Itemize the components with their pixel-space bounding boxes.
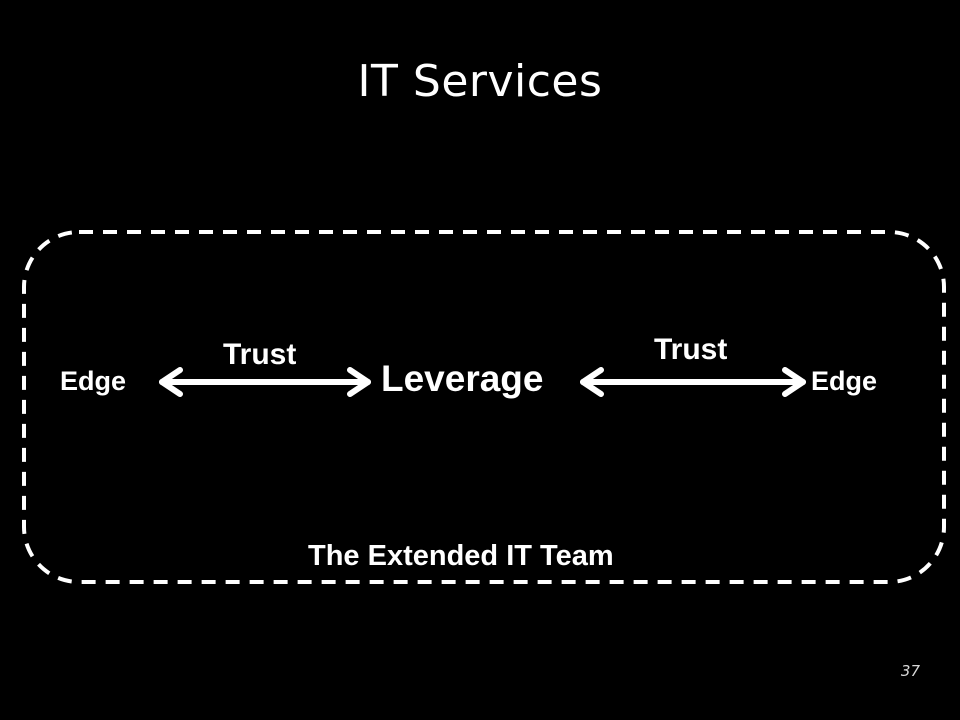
left-edge-label: Edge xyxy=(60,366,127,396)
left-trust-arrow xyxy=(159,367,371,397)
right-edge-label: Edge xyxy=(811,366,878,396)
page-number: 37 xyxy=(900,662,920,680)
left-trust-label: Trust xyxy=(223,338,297,371)
leverage-label: Leverage xyxy=(381,358,544,399)
extended-team-label: The Extended IT Team xyxy=(308,540,614,572)
right-trust-label: Trust xyxy=(654,333,728,366)
extended-team-boundary xyxy=(22,230,946,584)
right-trust-arrow xyxy=(580,367,806,397)
slide-title: IT Services xyxy=(357,56,603,107)
